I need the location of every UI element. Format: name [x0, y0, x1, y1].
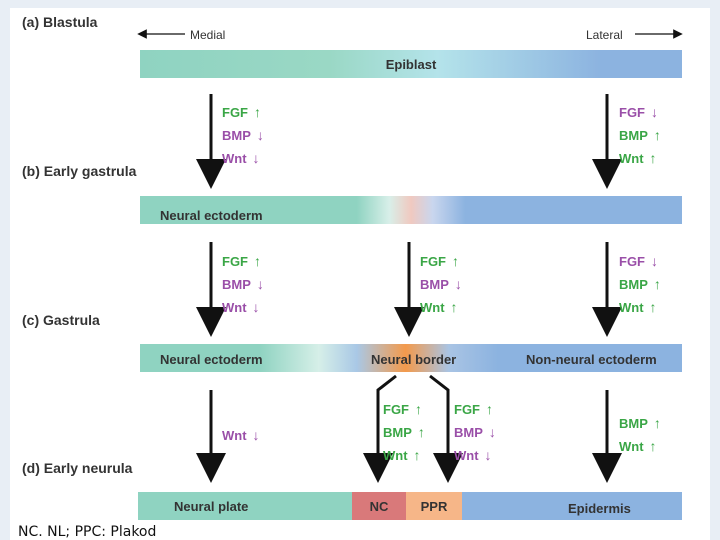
- signal-bmp-down-c-ppr: BMP↓: [454, 424, 496, 440]
- neural-plate-segment: Neural plate: [138, 492, 352, 520]
- signal-bmp-down-b-medial: BMP↓: [222, 276, 264, 292]
- signal-bmp-up-b-lateral: BMP↑: [619, 276, 661, 292]
- neural-ectoderm-b-label: Neural ectoderm: [160, 207, 263, 223]
- signal-bmp-up-c-nc: BMP↑: [383, 424, 425, 440]
- neural-plate-label: Neural plate: [174, 498, 249, 514]
- signal-wnt-down-a-medial: Wnt↓: [222, 150, 260, 166]
- signal-fgf-up-a-medial: FGF↑: [222, 104, 261, 120]
- stage-label-early-neurula: (d) Early neurula: [22, 460, 133, 476]
- signal-fgf-up-b-middle: FGF↑: [420, 253, 459, 269]
- gastrula-bar: [140, 344, 682, 372]
- signal-fgf-up-c-nc: FGF↑: [383, 401, 422, 417]
- stage-label-early-gastrula: (b) Early gastrula: [22, 163, 137, 179]
- signal-bmp-down-a-medial: BMP↓: [222, 127, 264, 143]
- signal-wnt-up-b-middle: Wnt↑: [420, 299, 458, 315]
- stage-label-gastrula: (c) Gastrula: [22, 312, 100, 328]
- ppr-segment: PPR: [406, 492, 462, 520]
- signal-wnt-up-a-lateral: Wnt↑: [619, 150, 657, 166]
- signal-wnt-down-c-ppr: Wnt↓: [454, 447, 492, 463]
- ppr-label: PPR: [420, 498, 448, 514]
- epidermis-segment: Epidermis: [462, 492, 682, 520]
- epidermis-label: Epidermis: [568, 500, 631, 516]
- neural-ectoderm-c-label: Neural ectoderm: [160, 352, 263, 367]
- medial-label: Medial: [190, 28, 226, 42]
- signal-bmp-down-b-middle: BMP↓: [420, 276, 462, 292]
- signal-wnt-down-b-medial: Wnt↓: [222, 299, 260, 315]
- arrow-c-d-nc: [363, 374, 397, 483]
- nc-label: NC: [369, 498, 389, 514]
- diagram-slide: (a) Blastula (b) Early gastrula (c) Gast…: [10, 8, 710, 540]
- arrow-c-d-ppr: [429, 374, 463, 483]
- nc-segment: NC: [352, 492, 406, 520]
- signal-wnt-up-c-lateral: Wnt↑: [619, 438, 657, 454]
- early-gastrula-bar: Neural ectoderm: [140, 196, 682, 224]
- lateral-label: Lateral: [586, 28, 623, 42]
- neural-border-label: Neural border: [371, 352, 457, 367]
- footer-note: NC. NL; PPC: Plakod: [18, 524, 157, 540]
- signal-bmp-up-a-lateral: BMP↑: [619, 127, 661, 143]
- signal-fgf-up-c-ppr: FGF↑: [454, 401, 493, 417]
- arrow-layer: [137, 29, 683, 483]
- signal-fgf-down-a-lateral: FGF↓: [619, 104, 658, 120]
- signal-wnt-up-b-lateral: Wnt↑: [619, 299, 657, 315]
- signal-wnt-down-c-medial: Wnt↓: [222, 427, 260, 443]
- epiblast-label: Epiblast: [385, 56, 437, 72]
- signal-wnt-up-c-nc: Wnt↑: [383, 447, 421, 463]
- stage-label-blastula: (a) Blastula: [22, 14, 98, 30]
- signal-fgf-down-b-lateral: FGF↓: [619, 253, 658, 269]
- non-neural-ectoderm-label: Non-neural ectoderm: [526, 352, 657, 367]
- signal-fgf-up-b-medial: FGF↑: [222, 253, 261, 269]
- epiblast-bar: Epiblast: [140, 50, 682, 78]
- signal-bmp-up-c-lateral: BMP↑: [619, 415, 661, 431]
